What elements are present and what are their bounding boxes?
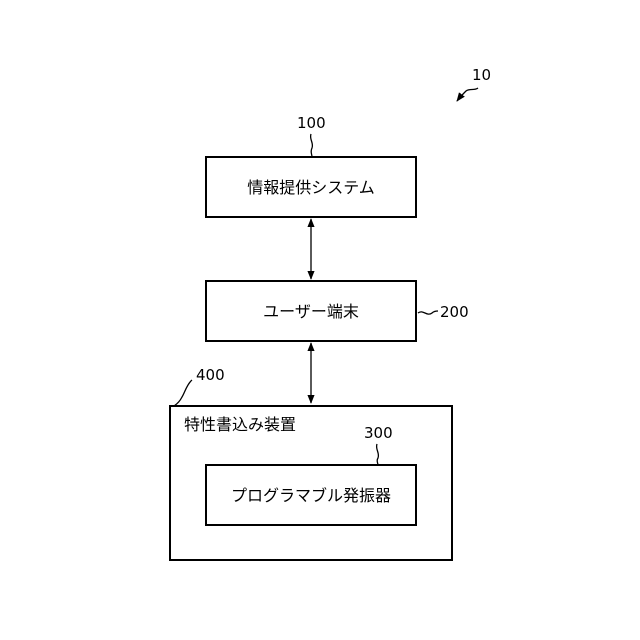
- ref-100-label: 100: [297, 114, 326, 132]
- oscillator-label: プログラマブル発振器: [231, 486, 391, 505]
- ref-200-label: 200: [440, 303, 469, 321]
- ref-200-leader: [418, 311, 438, 314]
- ref-400-label: 400: [196, 366, 225, 384]
- writer-device-label: 特性書込み装置: [184, 415, 296, 434]
- ref-300-label: 300: [364, 424, 393, 442]
- ref-400-leader: [174, 380, 192, 406]
- figure-ref-label: 10: [472, 66, 491, 84]
- ref-100-leader: [311, 134, 313, 157]
- user-terminal-label: ユーザー端末: [263, 302, 359, 321]
- info-system-label: 情報提供システム: [247, 178, 375, 197]
- figure-ref-arrow: [457, 88, 478, 101]
